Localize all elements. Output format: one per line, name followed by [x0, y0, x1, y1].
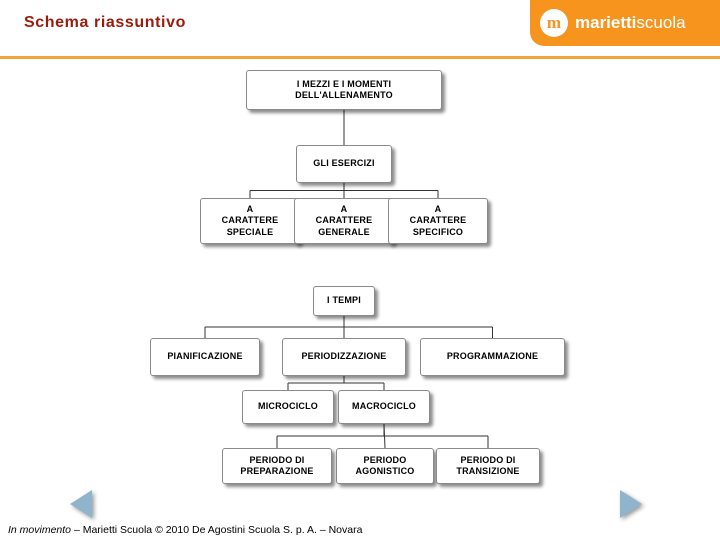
diagram-canvas: I MEZZI E I MOMENTI DELL'ALLENAMENTO GLI … — [0, 60, 720, 484]
diagram-connectors — [204, 110, 493, 449]
diagram-node-periodizzazione: PERIODIZZAZIONE — [282, 338, 406, 376]
diagram-node-label: A CARATTERE SPECIALE — [221, 204, 279, 237]
diagram-node-specifico: A CARATTERE SPECIFICO — [388, 198, 488, 244]
diagram-node-label: I MEZZI E I MOMENTI DELL'ALLENAMENTO — [295, 78, 393, 100]
brand-logo-text: mariettiscuola — [575, 13, 686, 33]
diagram-node-speciale: A CARATTERE SPECIALE — [200, 198, 300, 244]
diagram-node-label: PERIODIZZAZIONE — [301, 351, 387, 362]
diagram-node-mezzi: I MEZZI E I MOMENTI DELL'ALLENAMENTO — [246, 70, 442, 110]
brand-logo: m mariettiscuola — [530, 0, 720, 46]
page-title: Schema riassuntivo — [24, 14, 186, 31]
diagram-node-macrociclo: MACROCICLO — [338, 390, 430, 424]
diagram-node-label: MACROCICLO — [352, 401, 416, 412]
diagram-node-label: I TEMPI — [327, 295, 361, 306]
diagram-node-label: PERIODO DI PREPARAZIONE — [240, 454, 314, 476]
diagram-node-label: GLI ESERCIZI — [313, 158, 375, 169]
page-header: Schema riassuntivo m mariettiscuola — [0, 0, 720, 56]
footer-copyright: – Marietti Scuola © 2010 De Agostini Scu… — [71, 524, 363, 536]
diagram-node-esercizi: GLI ESERCIZI — [296, 145, 392, 183]
diagram-node-generale: A CARATTERE GENERALE — [294, 198, 394, 244]
diagram-node-label: PERIODO AGONISTICO — [355, 454, 415, 476]
footer-credit: In movimento – Marietti Scuola © 2010 De… — [8, 524, 362, 536]
footer-book-title: In movimento — [8, 524, 72, 536]
marietti-logo-icon: m — [540, 9, 568, 37]
diagram-node-label: MICROCICLO — [258, 401, 318, 412]
diagram-node-label: PERIODO DI TRANSIZIONE — [456, 454, 520, 476]
brand-name-light: scuola — [636, 13, 686, 32]
diagram-node-tempi: I TEMPI — [313, 286, 375, 316]
diagram-node-programmazione: PROGRAMMAZIONE — [420, 338, 565, 376]
diagram-node-label: PIANIFICAZIONE — [167, 351, 243, 362]
header-divider — [0, 56, 720, 59]
diagram-node-label: A CARATTERE GENERALE — [315, 204, 373, 237]
diagram-node-preparazione: PERIODO DI PREPARAZIONE — [222, 448, 332, 484]
diagram-node-agonistico: PERIODO AGONISTICO — [336, 448, 434, 484]
diagram-node-label: PROGRAMMAZIONE — [446, 351, 539, 362]
diagram-node-microciclo: MICROCICLO — [242, 390, 334, 424]
previous-slide-arrow-icon[interactable] — [70, 490, 92, 518]
diagram-node-pianificazione: PIANIFICAZIONE — [150, 338, 260, 376]
diagram-node-transizione: PERIODO DI TRANSIZIONE — [436, 448, 540, 484]
brand-name-bold: marietti — [575, 13, 637, 32]
diagram-node-label: A CARATTERE SPECIFICO — [409, 204, 467, 237]
next-slide-arrow-icon[interactable] — [620, 490, 642, 518]
